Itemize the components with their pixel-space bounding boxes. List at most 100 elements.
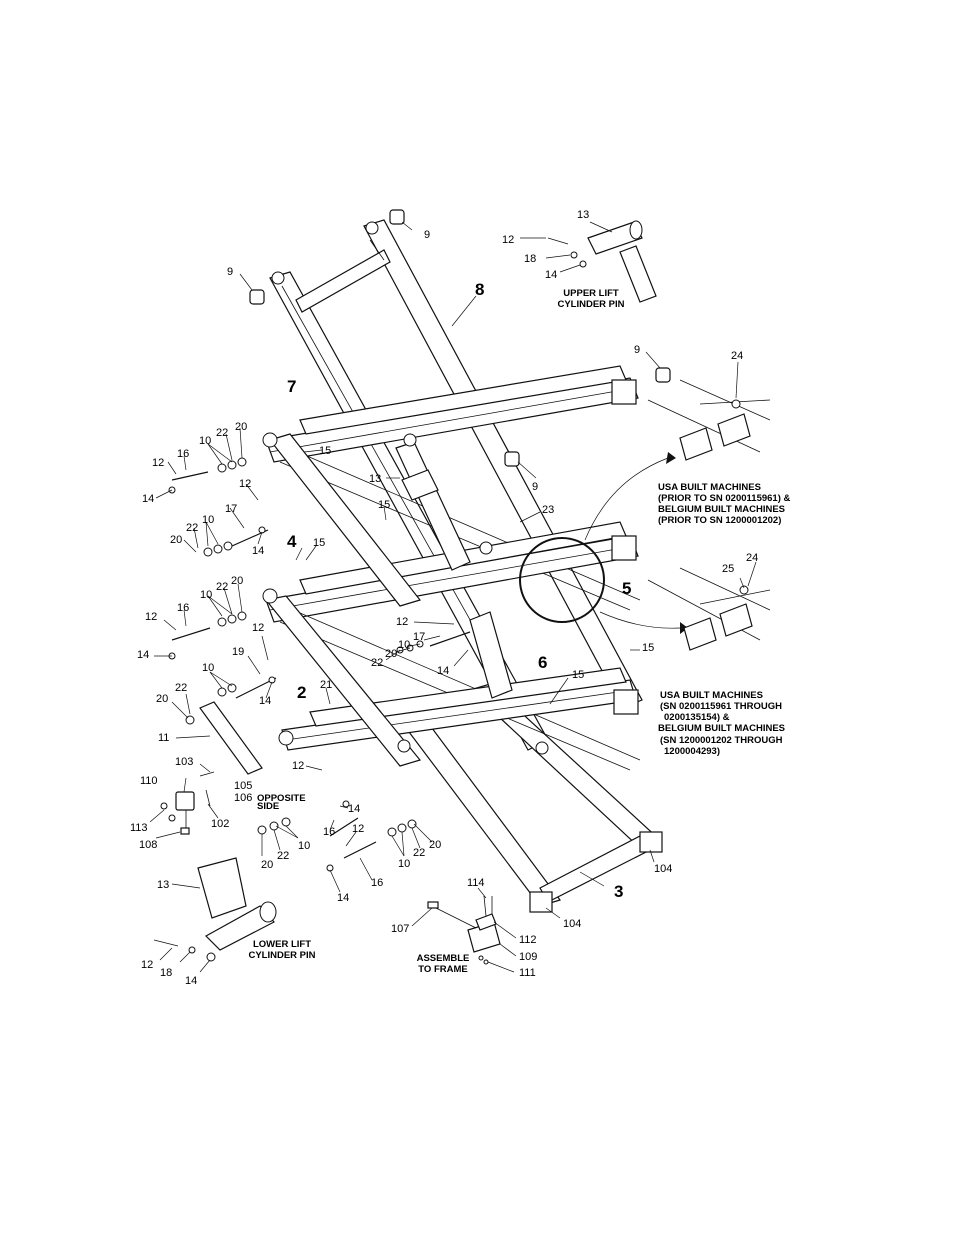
callout-12: 12 — [152, 457, 164, 469]
callout-22: 22 — [216, 427, 228, 439]
callout-10: 10 — [199, 435, 211, 447]
caption-opposite-side-line1: OPPOSITE — [257, 793, 306, 804]
switch-110 — [160, 771, 215, 835]
callout-16: 16 — [323, 826, 335, 838]
callout-15: 15 — [572, 669, 584, 681]
callout-103: 103 — [175, 756, 193, 768]
callout-20: 20 — [429, 839, 441, 851]
callout-107: 107 — [391, 923, 409, 935]
callout-12: 12 — [141, 959, 153, 971]
callout-12: 12 — [502, 234, 514, 246]
callout-10: 10 — [298, 840, 310, 852]
callout-20: 20 — [261, 859, 273, 871]
callout-114: 114 — [467, 877, 485, 889]
callout-10: 10 — [202, 662, 214, 674]
callout-11: 11 — [158, 732, 169, 744]
callout-12: 12 — [396, 616, 408, 628]
caption-usa-through-line5: (SN 1200001202 THROUGH — [660, 735, 783, 746]
callout-14: 14 — [259, 695, 271, 707]
arm-7 — [265, 365, 641, 611]
callout-102: 102 — [211, 818, 229, 830]
switch-109 — [427, 895, 501, 965]
caption-usa-prior-line2: (PRIOR TO SN 0200115961) & — [658, 493, 790, 504]
arm-2 — [281, 667, 639, 751]
callout-16: 16 — [177, 602, 189, 614]
callout-15: 15 — [642, 642, 654, 654]
callout-109: 109 — [519, 951, 537, 963]
caption-usa-through-line2: (SN 0200115961 THROUGH — [660, 701, 782, 712]
caption-usa-through-line3: 0200135154) & — [664, 712, 730, 723]
caption-usa-through-line4: BELGIUM BUILT MACHINES — [658, 723, 785, 734]
callout-15: 15 — [319, 445, 331, 457]
callout-12: 12 — [292, 760, 304, 772]
callout-22: 22 — [413, 847, 425, 859]
inset-prior — [647, 379, 771, 461]
callout-2: 2 — [297, 683, 306, 702]
callout-14: 14 — [142, 493, 154, 505]
detail-magnifier — [519, 452, 688, 634]
callout-113: 113 — [130, 822, 148, 834]
callout-15: 15 — [378, 499, 390, 511]
callout-22: 22 — [216, 581, 228, 593]
callout-10: 10 — [200, 589, 212, 601]
callout-16: 16 — [177, 448, 189, 460]
caption-opposite-side-line2: SIDE — [257, 801, 279, 812]
callout-20: 20 — [170, 534, 182, 546]
callout-19: 19 — [232, 646, 244, 658]
callout-20: 20 — [231, 575, 243, 587]
callout-20: 20 — [235, 421, 247, 433]
callout-12: 12 — [252, 622, 264, 634]
callout-9: 9 — [424, 229, 430, 241]
leader-lines — [149, 221, 757, 973]
callout-5: 5 — [622, 579, 631, 598]
callout-10: 10 — [202, 514, 214, 526]
callout-22: 22 — [371, 657, 383, 669]
caption-usa-through-line1: USA BUILT MACHINES — [660, 690, 763, 701]
callout-21: 21 — [320, 679, 332, 691]
callout-12: 12 — [145, 611, 157, 623]
callout-14: 14 — [337, 892, 349, 904]
callout-12: 12 — [239, 478, 251, 490]
caption-lower-pin-line1: LOWER LIFT — [253, 939, 311, 950]
callout-15: 15 — [313, 537, 325, 549]
callout-20: 20 — [385, 648, 397, 660]
caption-usa-prior-line4: (PRIOR TO SN 1200001202) — [658, 515, 781, 526]
callout-3: 3 — [614, 882, 623, 901]
callout-13: 13 — [157, 879, 169, 891]
callout-22: 22 — [277, 850, 289, 862]
callout-6: 6 — [538, 653, 547, 672]
callout-14: 14 — [252, 545, 264, 557]
caption-usa-through-line6: 1200004293) — [664, 746, 720, 757]
left-hardware — [168, 457, 277, 775]
callout-24: 24 — [746, 552, 758, 564]
callout-7: 7 — [287, 377, 296, 396]
callout-16: 16 — [371, 877, 383, 889]
callout-17: 17 — [413, 631, 425, 643]
callout-18: 18 — [524, 253, 536, 265]
caption-assemble-line1: ASSEMBLE — [417, 953, 470, 964]
callout-10: 10 — [398, 639, 410, 651]
callout-20: 20 — [156, 693, 168, 705]
callout-18: 18 — [160, 967, 172, 979]
callout-24: 24 — [731, 350, 743, 362]
callout-12: 12 — [352, 823, 364, 835]
callout-9: 9 — [634, 344, 640, 356]
callout-23: 23 — [542, 504, 554, 516]
callout-22: 22 — [175, 682, 187, 694]
callout-10: 10 — [398, 858, 410, 870]
callout-17: 17 — [225, 503, 237, 515]
callout-104: 104 — [563, 918, 581, 930]
scissor-arm-assembly — [249, 209, 671, 913]
callout-13: 13 — [577, 209, 589, 221]
callout-104: 104 — [654, 863, 672, 875]
callout-22: 22 — [186, 522, 198, 534]
captions: UPPER LIFT CYLINDER PIN LOWER LIFT CYLIN… — [248, 288, 790, 975]
callout-14: 14 — [348, 803, 360, 815]
upper-lift-cylinder-pin — [547, 220, 657, 303]
caption-upper-pin-line1: UPPER LIFT — [563, 288, 619, 299]
inset-through — [647, 567, 771, 651]
callout-14: 14 — [137, 649, 149, 661]
callout-9: 9 — [227, 266, 233, 278]
caption-lower-pin-line2: CYLINDER PIN — [248, 950, 315, 961]
